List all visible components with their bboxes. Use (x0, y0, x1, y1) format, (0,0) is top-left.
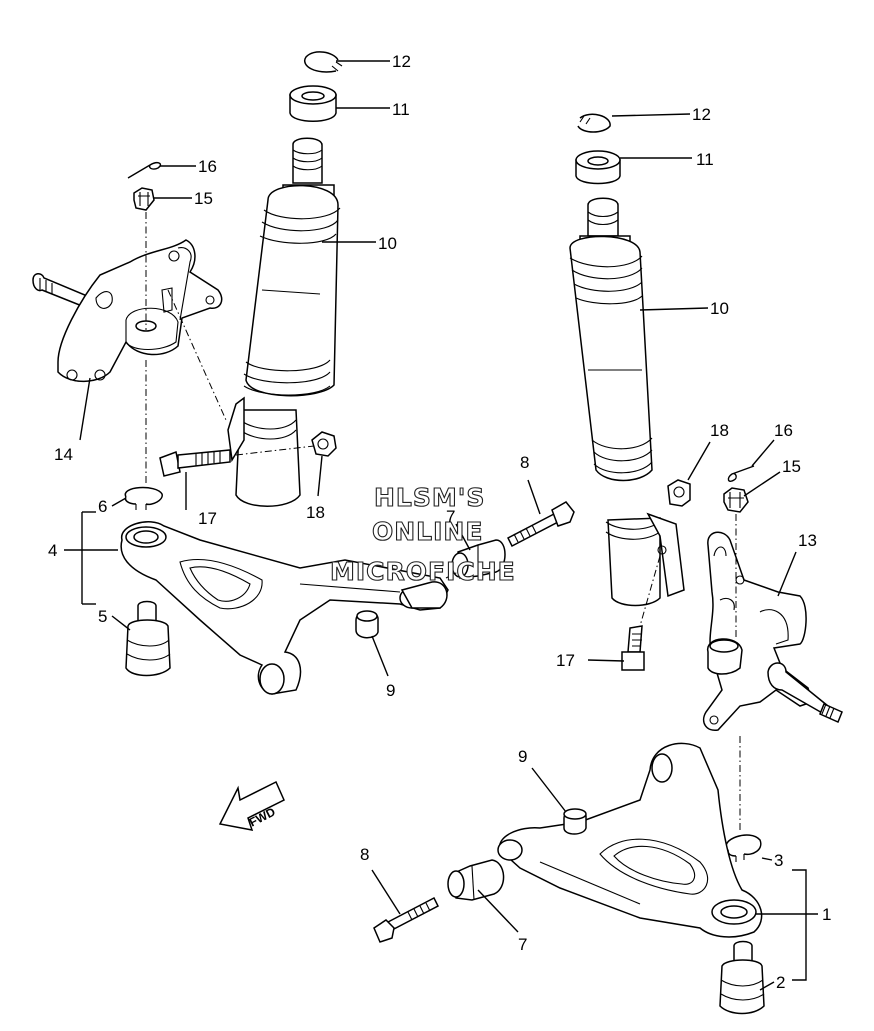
leader-lines (64, 60, 818, 991)
nut-right (667, 479, 691, 507)
callout-11-left: 11 (392, 100, 410, 119)
callout-15-left: 15 (194, 189, 213, 208)
shock-absorber-left (227, 137, 341, 507)
callout-16-left: 16 (198, 157, 217, 176)
callout-labels: 12 11 10 16 15 14 17 18 6 4 5 9 7 8 12 1… (48, 52, 831, 992)
long-bolt-left (506, 501, 575, 548)
ball-joint-right (719, 940, 765, 1015)
ball-joint-left (125, 600, 171, 677)
callout-18-right: 18 (710, 421, 729, 440)
callout-3: 3 (774, 851, 783, 870)
circlip-left (304, 51, 343, 73)
callout-9-left: 9 (386, 681, 395, 700)
forward-direction-arrow: FWD (218, 780, 285, 831)
circlip-arm-right (725, 834, 762, 862)
callout-12-right: 12 (692, 105, 711, 124)
callout-9-right: 9 (518, 747, 527, 766)
callout-10-left: 10 (378, 234, 397, 253)
callout-13: 13 (798, 531, 817, 550)
castle-nut-right (723, 487, 749, 513)
callout-8-right: 8 (360, 845, 369, 864)
collar-nut-right (563, 808, 587, 835)
shock-absorber-right (569, 197, 685, 607)
watermark-line1: HLSM'S (374, 483, 485, 512)
steering-knuckle-right (702, 531, 843, 731)
callout-11-right: 11 (696, 150, 714, 169)
callout-17-right: 17 (556, 651, 575, 670)
bolt-right (621, 625, 645, 671)
long-bolt-right (373, 896, 440, 943)
collar-nut-left (355, 610, 379, 639)
callout-16-right: 16 (774, 421, 793, 440)
bushing-top-left (289, 85, 337, 122)
castle-nut-left (133, 187, 155, 211)
callout-17-left: 17 (198, 509, 217, 528)
watermark-line3: MICROFICHE (330, 557, 516, 586)
nut-left (311, 431, 337, 457)
callout-12-left: 12 (392, 52, 411, 71)
callout-7-left: 7 (446, 507, 455, 526)
callout-2: 2 (776, 973, 785, 992)
callout-15-right: 15 (782, 457, 801, 476)
bolt-left (159, 449, 231, 477)
lower-arm-left (120, 521, 449, 695)
callout-8-left: 8 (520, 453, 529, 472)
callout-6: 6 (98, 497, 107, 516)
cotter-pin-right (727, 465, 755, 483)
steering-knuckle-left (32, 239, 223, 383)
rubber-bushing-right (447, 859, 505, 901)
callout-10-right: 10 (710, 299, 729, 318)
callout-4: 4 (48, 541, 57, 560)
assembly-center-lines (145, 212, 741, 830)
watermark: HLSM'S ONLINE MICROFICHE (329, 482, 516, 586)
callout-7-right: 7 (518, 935, 527, 954)
watermark-line2: ONLINE (372, 517, 483, 546)
bushing-top-right (575, 150, 621, 185)
callout-14: 14 (54, 445, 73, 464)
callout-1: 1 (822, 905, 831, 924)
circlip-right (577, 113, 611, 133)
cotter-pin-left (127, 161, 162, 179)
lower-arm-right (497, 742, 763, 938)
callout-5: 5 (98, 607, 107, 626)
circlip-arm-left (124, 486, 163, 510)
callout-18-left: 18 (306, 503, 325, 522)
